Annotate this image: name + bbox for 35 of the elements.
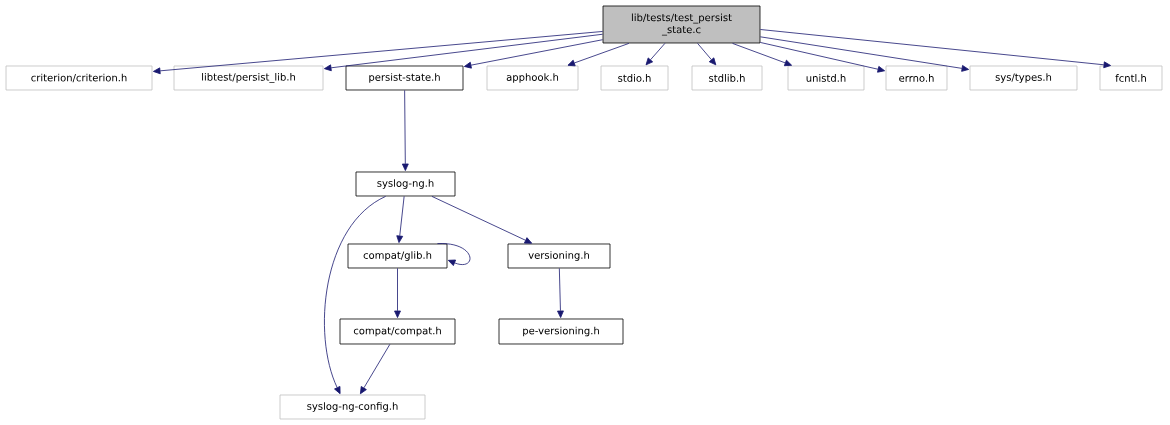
arrow	[760, 36, 969, 72]
arrow	[732, 43, 792, 67]
arrow	[324, 196, 386, 395]
file-box: compat/compat.h	[339, 318, 456, 345]
arrow	[437, 243, 471, 266]
file-box: stdio.h	[600, 65, 669, 91]
arrow	[567, 43, 630, 67]
file-box: lib/tests/test_persist _state.c	[602, 5, 761, 44]
arrow	[401, 90, 409, 171]
arrow	[557, 268, 564, 318]
file-box: apphook.h	[486, 65, 579, 91]
file-box: errno.h	[885, 65, 948, 91]
file-box: compat/glib.h	[347, 243, 448, 269]
file-box: unistd.h	[787, 65, 865, 91]
file-box: sys/types.h	[969, 65, 1078, 91]
file-box: syslog-ng.h	[355, 171, 456, 197]
file-box: fcntl.h	[1099, 65, 1163, 91]
file-box: syslog-ng-config.h	[279, 394, 426, 420]
arrow	[431, 196, 533, 244]
file-box: versioning.h	[507, 243, 611, 269]
arrow	[153, 31, 603, 75]
arrow	[464, 39, 603, 69]
arrow	[396, 196, 405, 243]
arrow	[394, 268, 401, 318]
arrow	[324, 33, 603, 72]
file-box: pe-versioning.h	[498, 318, 624, 345]
arrow	[360, 344, 391, 395]
file-box: stdlib.h	[691, 65, 763, 91]
file-box: libtest/persist_lib.h	[173, 65, 324, 91]
arrow	[645, 43, 666, 66]
arrow	[760, 42, 886, 73]
arrow	[697, 43, 717, 66]
file-box: persist-state.h	[345, 65, 464, 91]
arrow	[760, 29, 1111, 69]
file-box: criterion/criterion.h	[5, 65, 153, 91]
